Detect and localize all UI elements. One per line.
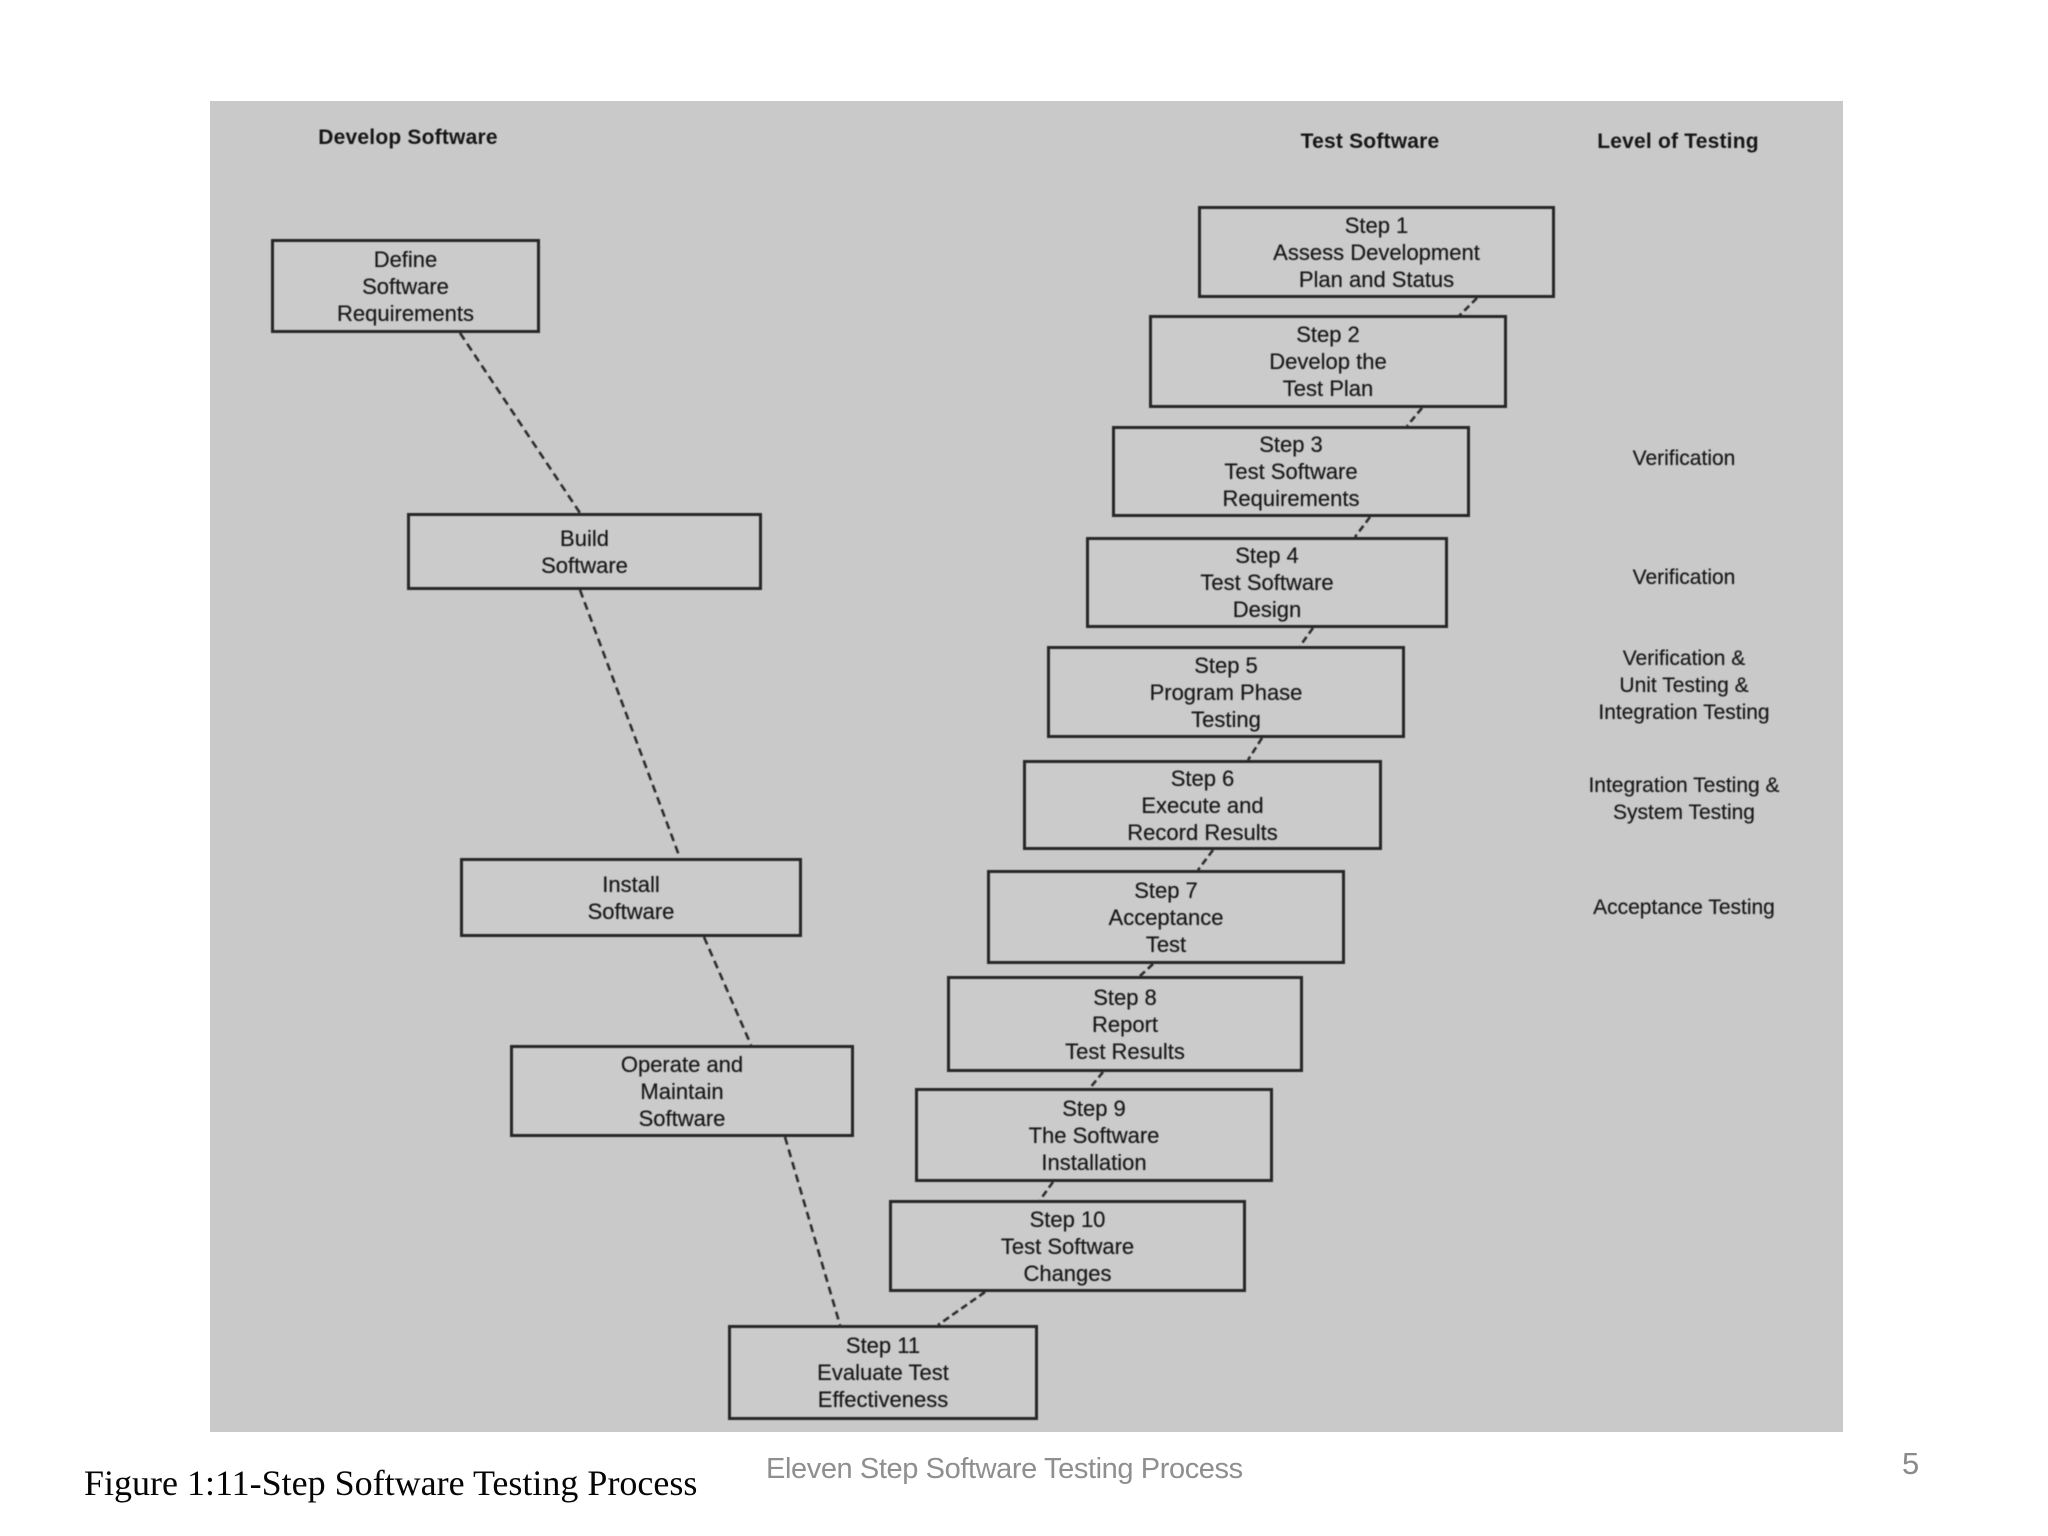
step-box-5: Step 5 Program Phase Testing [1047, 646, 1405, 738]
dev-box-install-software: Install Software [460, 858, 802, 937]
step-box-8: Step 8 Report Test Results [947, 976, 1303, 1072]
connector-install-operate [702, 936, 753, 1046]
step-box-3: Step 3 Test Software Requirements [1112, 426, 1470, 517]
figure-caption: Figure 1:11-Step Software Testing Proces… [84, 1463, 698, 1503]
level-label-verification-2: Verification [1632, 566, 1736, 589]
level-label-acceptance-testing: Acceptance Testing [1593, 896, 1775, 919]
connector-build-install [578, 589, 682, 859]
step-box-10: Step 10 Test Software Changes [889, 1200, 1246, 1292]
header-level-of-testing: Level of Testing [1597, 130, 1759, 153]
header-develop-software: Develop Software [318, 126, 498, 149]
connector-step10-step11 [937, 1290, 986, 1327]
dev-box-operate-maintain-software: Operate and Maintain Software [510, 1045, 854, 1137]
step-box-4: Step 4 Test Software Design [1086, 537, 1448, 628]
step-box-9: Step 9 The Software Installation [915, 1088, 1273, 1182]
connector-step4-step5 [1298, 627, 1315, 647]
connector-step1-step2 [1458, 297, 1478, 317]
connector-operate-step11 [783, 1136, 842, 1326]
connector-step2-step3 [1406, 407, 1423, 427]
diagram-background: Develop Software Test Software Level of … [210, 101, 1843, 1432]
step-box-11: Step 11 Evaluate Test Effectiveness [728, 1325, 1038, 1420]
step-box-2: Step 2 Develop the Test Plan [1149, 315, 1507, 408]
step-box-1: Step 1 Assess Development Plan and Statu… [1198, 206, 1555, 298]
connector-step6-step7 [1196, 849, 1215, 871]
level-label-verification-unit-integration: Verification & Unit Testing & Integratio… [1598, 647, 1770, 724]
dev-box-define-software-requirements: Define Software Requirements [271, 239, 540, 333]
page-number: 5 [1902, 1446, 1920, 1481]
connector-step5-step6 [1246, 737, 1264, 761]
dev-box-build-software: Build Software [407, 513, 762, 590]
level-label-verification-1: Verification [1632, 447, 1736, 470]
connector-step9-step10 [1038, 1181, 1055, 1201]
step-box-6: Step 6 Execute and Record Results [1023, 760, 1382, 850]
step-box-7: Step 7 Acceptance Test [987, 870, 1345, 964]
footer-title: Eleven Step Software Testing Process [766, 1453, 1243, 1485]
connector-step8-step9 [1088, 1071, 1105, 1089]
connector-step3-step4 [1353, 516, 1372, 538]
connector-define-build [458, 332, 582, 514]
connector-step7-step8 [1139, 963, 1154, 977]
header-test-software: Test Software [1300, 130, 1440, 153]
level-label-integration-system: Integration Testing & System Testing [1588, 774, 1780, 824]
